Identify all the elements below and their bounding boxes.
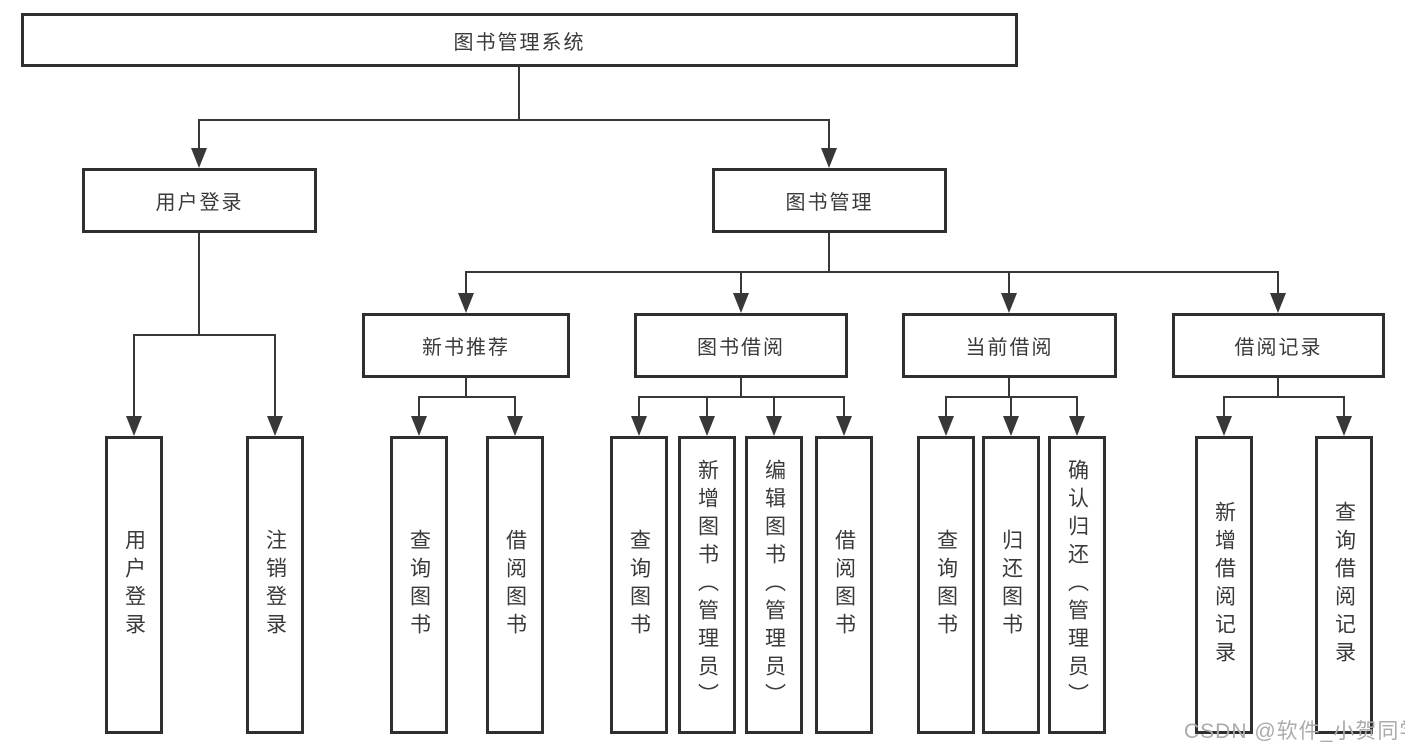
connector-line — [1343, 396, 1345, 418]
connector-line — [465, 271, 467, 295]
node-label: 图书借阅 — [697, 337, 785, 359]
node-label: 注销登录 — [263, 529, 287, 641]
arrowhead-down-icon — [1069, 416, 1085, 436]
leaf-borrow-add-books-admin: 新增图书（管理员） — [678, 436, 736, 734]
node-current-borrow: 当前借阅 — [902, 313, 1117, 378]
connector-line — [740, 271, 742, 295]
node-label: 图书管理系统 — [453, 31, 586, 54]
connector-line — [514, 396, 516, 418]
leaf-borrow-edit-books-admin: 编辑图书（管理员） — [745, 436, 803, 734]
connector-line — [706, 396, 708, 418]
connector-line — [465, 378, 467, 398]
leaf-current-return-books: 归还图书 — [982, 436, 1040, 734]
connector-line — [1223, 396, 1345, 398]
arrowhead-down-icon — [938, 416, 954, 436]
node-borrow-records: 借阅记录 — [1172, 313, 1385, 378]
leaf-recommend-borrow-books: 借阅图书 — [486, 436, 544, 734]
connector-line — [1008, 271, 1010, 295]
leaf-recommend-query-books: 查询图书 — [390, 436, 448, 734]
leaf-borrow-query-books: 查询图书 — [610, 436, 668, 734]
connector-line — [198, 233, 200, 336]
arrowhead-down-icon — [267, 416, 283, 436]
arrowhead-down-icon — [699, 416, 715, 436]
connector-line — [518, 67, 520, 120]
arrowhead-down-icon — [507, 416, 523, 436]
arrowhead-down-icon — [1336, 416, 1352, 436]
arrowhead-down-icon — [766, 416, 782, 436]
node-new-book-recommend: 新书推荐 — [362, 313, 570, 378]
connector-line — [1008, 378, 1010, 398]
node-root-library-system: 图书管理系统 — [21, 13, 1018, 67]
arrowhead-down-icon — [1003, 416, 1019, 436]
node-label: 查询借阅记录 — [1332, 501, 1356, 669]
node-label: 确认归还（管理员） — [1065, 459, 1089, 711]
connector-line — [418, 396, 516, 398]
node-label: 当前借阅 — [965, 337, 1054, 359]
connector-line — [133, 334, 135, 418]
leaf-borrow-borrow-books: 借阅图书 — [815, 436, 873, 734]
arrowhead-down-icon — [733, 293, 749, 313]
connector-line — [1010, 396, 1012, 418]
node-label: 查询图书 — [407, 529, 431, 641]
connector-line — [828, 233, 830, 273]
connector-line — [638, 396, 845, 398]
connector-line — [740, 378, 742, 398]
connector-line — [1277, 378, 1279, 398]
node-label: 新增借阅记录 — [1212, 501, 1236, 669]
arrowhead-down-icon — [1270, 293, 1286, 313]
connector-line — [1076, 396, 1078, 418]
arrowhead-down-icon — [411, 416, 427, 436]
arrowhead-down-icon — [1216, 416, 1232, 436]
arrowhead-down-icon — [631, 416, 647, 436]
node-book-management: 图书管理 — [712, 168, 947, 233]
connector-line — [198, 119, 830, 121]
connector-line — [843, 396, 845, 418]
arrowhead-down-icon — [836, 416, 852, 436]
connector-line — [828, 119, 830, 152]
arrowhead-down-icon — [126, 416, 142, 436]
arrowhead-down-icon — [821, 148, 837, 168]
arrowhead-down-icon — [191, 148, 207, 168]
node-label: 编辑图书（管理员） — [762, 459, 786, 711]
node-label: 新书推荐 — [422, 337, 510, 359]
arrowhead-down-icon — [1001, 293, 1017, 313]
leaf-records-add-record: 新增借阅记录 — [1195, 436, 1253, 734]
node-label: 归还图书 — [999, 529, 1023, 641]
connector-line — [465, 271, 1279, 273]
leaf-logout: 注销登录 — [246, 436, 304, 734]
connector-line — [274, 334, 276, 418]
node-label: 借阅图书 — [503, 529, 527, 641]
node-book-borrow: 图书借阅 — [634, 313, 848, 378]
node-label: 新增图书（管理员） — [695, 459, 719, 711]
node-label: 借阅记录 — [1234, 337, 1323, 359]
node-label: 图书管理 — [785, 192, 874, 214]
connector-line — [133, 334, 276, 336]
csdn-watermark: CSDN @软件_小贺同学 — [1184, 720, 1405, 743]
node-label: 用户登录 — [155, 192, 244, 214]
leaf-user-login: 用户登录 — [105, 436, 163, 734]
node-label: 用户登录 — [122, 529, 146, 641]
leaf-records-query-record: 查询借阅记录 — [1315, 436, 1373, 734]
leaf-current-query-books: 查询图书 — [917, 436, 975, 734]
connector-line — [945, 396, 947, 418]
connector-line — [1277, 271, 1279, 295]
connector-line — [418, 396, 420, 418]
node-label: 借阅图书 — [832, 529, 856, 641]
connector-line — [198, 119, 200, 152]
connector-line — [1223, 396, 1225, 418]
node-user-login: 用户登录 — [82, 168, 317, 233]
connector-line — [773, 396, 775, 418]
node-label: 查询图书 — [934, 529, 958, 641]
leaf-current-confirm-return-admin: 确认归还（管理员） — [1048, 436, 1106, 734]
node-label: 查询图书 — [627, 529, 651, 641]
connector-line — [638, 396, 640, 418]
arrowhead-down-icon — [458, 293, 474, 313]
